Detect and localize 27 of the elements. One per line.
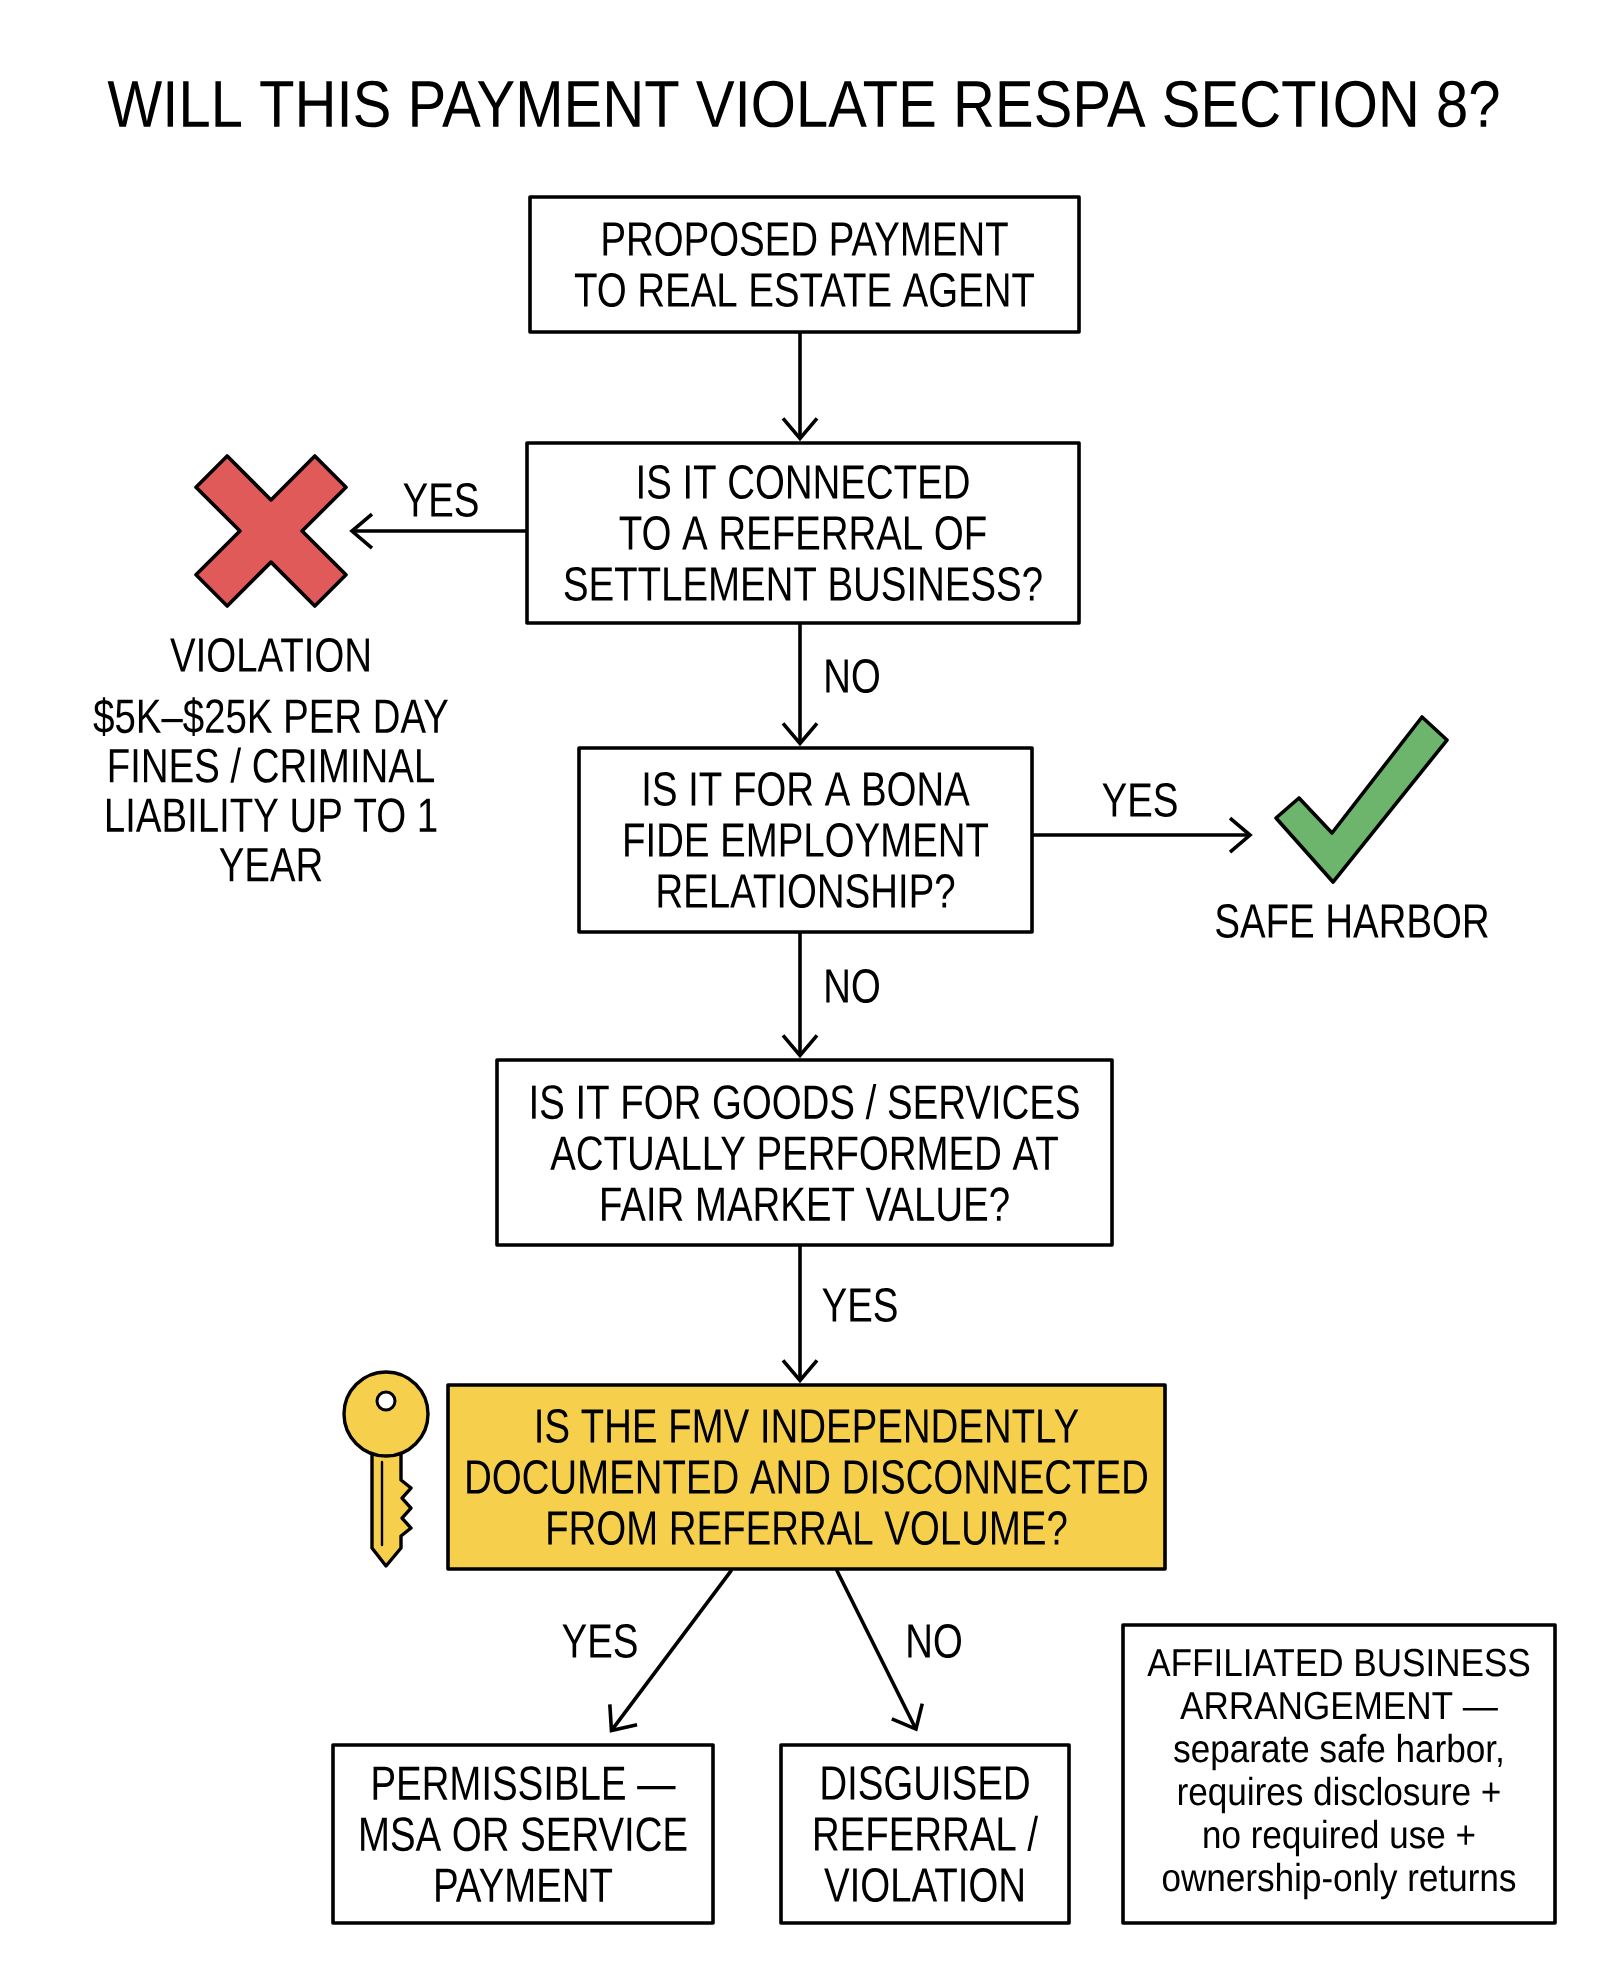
arrow	[349, 512, 527, 550]
process-box: PROPOSED PAYMENT TO REAL ESTATE AGENT	[528, 195, 1081, 334]
arrow	[835, 1569, 924, 1732]
decision-box: IS IT FOR GOODS / SERVICES ACTUALLY PERFORMED AT FAIR MARKET VALUE?	[495, 1058, 1114, 1247]
arrow	[608, 1569, 733, 1733]
outcome-box: DISGUISED REFERRAL / VIOLATION	[779, 1743, 1071, 1925]
edge-label: NO	[908, 1624, 961, 1658]
edge-label: NO	[826, 969, 879, 1003]
arrow	[781, 932, 819, 1059]
outcome-box: PERMISSIBLE — MSA OR SERVICE PAYMENT	[331, 1743, 715, 1925]
edge-label: YES	[1102, 783, 1177, 817]
edge-label: YES	[403, 483, 478, 517]
decision-box: IS THE FMV INDEPENDENTLY DOCUMENTED AND DISCONNECTED FROM REFERRAL VOLUME?	[446, 1383, 1167, 1571]
title: WILL THIS PAYMENT VIOLATE RESPA SECTION 8?	[107, 80, 1499, 128]
caption-text: $5K–$25K PER DAY FINES / CRIMINAL LIABILITY UP TO 1 YEAR	[93, 697, 448, 882]
note-box: AFFILIATED BUSINESS ARRANGEMENT — separate safe harbor, requires disclosure + no required use + ownership-only returns	[1121, 1623, 1557, 1925]
edge-label: YES	[822, 1288, 897, 1322]
edge-label: YES	[562, 1624, 637, 1658]
edge-label: NO	[826, 659, 879, 693]
caption-text: VIOLATION	[170, 638, 369, 672]
arrow	[1032, 816, 1253, 854]
arrow	[781, 623, 819, 747]
decision-box: IS IT FOR A BONA FIDE EMPLOYMENT RELATIONSHIP?	[577, 746, 1034, 934]
caption-text: SAFE HARBOR	[1216, 904, 1488, 938]
decision-box: IS IT CONNECTED TO A REFERRAL OF SETTLEMENT BUSINESS?	[525, 441, 1081, 625]
arrow	[781, 332, 819, 442]
arrow	[781, 1245, 819, 1384]
